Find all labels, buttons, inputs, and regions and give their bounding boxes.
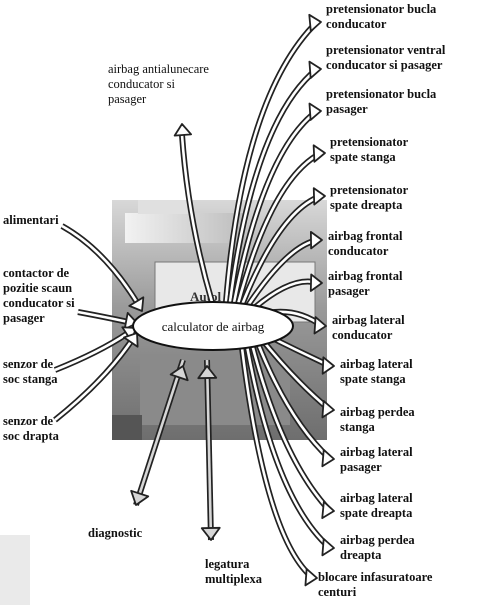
output-label-9: airbag lateral spate stanga [340, 357, 413, 386]
output-label-8: airbag lateral conducator [332, 313, 405, 342]
output-label-13: airbag perdea dreapta [340, 533, 415, 562]
input-arrowhead-senzor-drapta [123, 332, 139, 348]
output-label-1: pretensionator bucla conducator [326, 2, 437, 31]
input-arrow-senzor-stanga-inner [54, 331, 129, 372]
output-arrowhead-10 [321, 400, 335, 419]
output-label-10: airbag perdea stanga [340, 405, 415, 434]
output-arrow-1-inner [224, 21, 318, 303]
output-arrowhead-11 [321, 448, 335, 468]
input-arrowhead-alimentari [128, 296, 145, 312]
output-arrow-12-inner [250, 343, 331, 512]
output-arrowhead-4 [312, 144, 326, 163]
top-left-output-label: airbag antialunecare conducator si pasag… [108, 62, 209, 106]
output-label-3: pretensionator bucla pasager [326, 87, 437, 116]
multiplex-arrow-head-top [197, 365, 218, 380]
output-label-2: pretensionator ventral conducator si pas… [326, 43, 446, 72]
diagnostic-arrow-head-bottom [130, 489, 150, 506]
input-label-senzor-drapta: senzor de soc drapta [3, 414, 59, 443]
center-label: calculator de airbag [162, 319, 265, 334]
output-arrowhead-13 [321, 537, 335, 557]
output-label-12: airbag lateral spate dreapta [340, 491, 413, 520]
output-label-6: airbag frontal conducator [328, 229, 403, 258]
input-arrowhead-contactor [123, 311, 138, 331]
multiplex-label: legatura multiplexa [205, 557, 262, 586]
output-arrowhead-2 [308, 60, 322, 79]
top-left-output-arrow-inner [180, 134, 214, 303]
output-arrow-14-inner [240, 347, 314, 580]
output-arrow-10-inner [258, 336, 331, 411]
output-label-7: airbag frontal pasager [328, 269, 403, 298]
diagnostic-arrow-head-top [169, 365, 189, 382]
output-arrowhead-14 [304, 568, 318, 587]
output-arrow-11-inner [255, 340, 331, 460]
output-label-11: airbag lateral pasager [340, 445, 413, 474]
output-arrow-5-inner [240, 194, 322, 306]
output-arrowhead-5 [312, 187, 326, 206]
output-arrowhead-1 [308, 13, 322, 33]
output-arrowhead-3 [308, 102, 322, 121]
input-label-contactor: contactor de pozitie scaun conducator si… [3, 266, 75, 325]
input-arrow-alimentari-inner [61, 224, 140, 305]
diagnostic-label: diagnostic [88, 526, 143, 540]
input-arrow-contactor-inner [77, 310, 129, 324]
markers [121, 13, 335, 587]
diagnostic-arrow-inner [134, 359, 185, 506]
output-arrow-3-inner [232, 109, 318, 304]
output-arrow-4-inner [236, 151, 322, 305]
output-label-14: blocare infasuratoare centuri [318, 570, 433, 599]
top-left-output-arrowhead [173, 123, 192, 137]
output-arrow-13-inner [245, 345, 331, 549]
output-arrowhead-6 [309, 231, 323, 250]
center-ellipse [132, 301, 294, 351]
output-arrowhead-12 [321, 500, 335, 520]
output-label-4: pretensionator spate stanga [330, 135, 409, 164]
multiplex-arrow-inner [205, 359, 213, 541]
output-arrow-2-inner [228, 67, 318, 303]
output-arrowhead-9 [321, 356, 335, 375]
input-label-alimentari: alimentari [3, 213, 59, 227]
multiplex-arrow-head-bottom [200, 526, 221, 541]
input-label-senzor-stanga: senzor de soc stanga [3, 357, 58, 386]
output-arrowhead-8 [313, 316, 327, 335]
output-label-5: pretensionator spate dreapta [330, 183, 409, 212]
output-arrowhead-7 [309, 273, 323, 292]
ecu-module-photo: Autol [0, 200, 327, 605]
input-arrow-senzor-drapta-inner [54, 339, 134, 422]
